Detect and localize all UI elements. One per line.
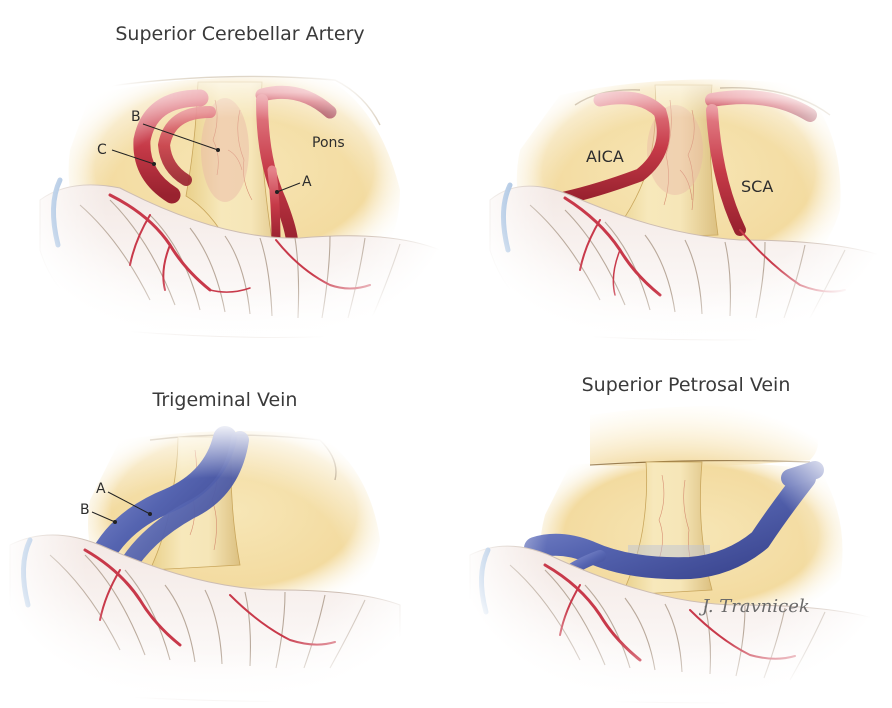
label-a: A (302, 174, 312, 190)
panel-trigeminal-vein: Trigeminal Vein A B (0, 389, 430, 708)
panel-fade (460, 400, 890, 708)
leader-a (276, 182, 301, 193)
leader-b-dot (216, 148, 220, 152)
panel-fade (0, 420, 430, 708)
panel-title: Superior Petrosal Vein (582, 374, 791, 396)
label-sca: SCA (741, 177, 773, 196)
leader-a (107, 491, 151, 515)
artist-signature: J. Travnicek (698, 596, 810, 617)
leader-a-dot (148, 512, 152, 516)
leader-c-dot (152, 162, 156, 166)
leader-b (142, 123, 219, 151)
leader-b (91, 511, 116, 523)
panel-superior-petrosal-vein: Superior Petrosal Vein J. Travnicek (460, 374, 890, 708)
panel-fade (20, 60, 450, 350)
panel-superior-cerebellar-artery: Superior Cerebellar Artery B C Pons A (20, 23, 450, 350)
label-aica: AICA (586, 147, 624, 166)
panel-title: Trigeminal Vein (152, 389, 298, 411)
label-b: B (80, 502, 90, 518)
leader-b-dot (113, 520, 117, 524)
panel-fade (470, 60, 890, 350)
panel-aica-sca: AICA SCA (470, 60, 890, 350)
panel-title: Superior Cerebellar Artery (115, 23, 364, 45)
label-a: A (96, 481, 106, 497)
leader-c (111, 149, 155, 165)
leader-a-dot (275, 190, 279, 194)
label-pons: Pons (312, 135, 345, 151)
label-c: C (97, 142, 107, 158)
label-b: B (131, 109, 141, 125)
